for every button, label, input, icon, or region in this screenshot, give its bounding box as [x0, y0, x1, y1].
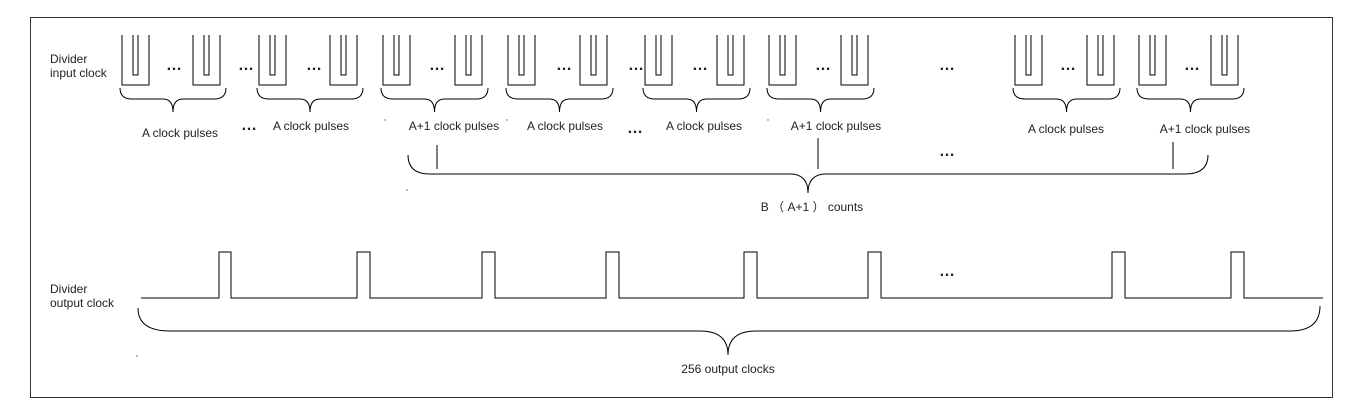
ellipsis: …	[306, 57, 322, 74]
clock-pulse	[192, 35, 221, 86]
ellipsis: …	[939, 57, 955, 74]
input-clock-label-line1: Divider	[50, 52, 87, 66]
clock-pulse	[382, 35, 411, 86]
clock-pulse	[1014, 35, 1043, 86]
group-label: A+1 clock pulses	[1160, 122, 1250, 136]
clock-pulse	[1086, 35, 1115, 86]
output-clock-label-line2: output clock	[50, 296, 115, 310]
stray-dot	[506, 119, 508, 121]
clock-pulse	[1025, 35, 1032, 76]
group-brace	[505, 87, 614, 113]
clock-pulse	[518, 35, 525, 76]
clock-pulse	[590, 35, 597, 76]
group-brace	[119, 87, 227, 113]
ellipsis: …	[939, 263, 955, 280]
ellipsis: …	[815, 57, 831, 74]
clock-pulse	[779, 35, 786, 76]
ellipsis: …	[241, 117, 257, 134]
clock-pulse	[121, 35, 150, 86]
group-label: A+1 clock pulses	[791, 119, 881, 133]
clock-pulse	[340, 35, 347, 76]
output-clocks-brace	[137, 305, 1321, 356]
stray-dot	[136, 355, 138, 357]
stray-dots	[136, 119, 769, 357]
group-brace	[256, 87, 364, 113]
b-counts-label: B （ A+1 ） counts	[761, 200, 863, 214]
clock-pulse	[579, 35, 608, 86]
group-label: A clock pulses	[273, 119, 349, 133]
group-label: A clock pulses	[1028, 122, 1104, 136]
clock-pulse	[768, 35, 797, 86]
output-clock-label-line1: Divider	[50, 282, 87, 296]
stray-dot	[406, 189, 408, 191]
clock-pulse	[840, 35, 869, 86]
clock-pulse	[727, 35, 734, 76]
clock-pulse	[655, 35, 662, 76]
group-brace	[766, 87, 875, 113]
ellipsis: …	[1060, 57, 1076, 74]
stray-dot	[767, 119, 769, 121]
stray-dot	[384, 119, 386, 121]
ellipsis: …	[556, 57, 572, 74]
ellipsis: …	[429, 57, 445, 74]
group-braces	[119, 87, 1245, 113]
ellipsis: …	[166, 57, 182, 74]
ellipsis: …	[692, 57, 708, 74]
ellipses: … … … … … … … … … … … … … … …	[166, 57, 1200, 280]
clock-pulse	[507, 35, 536, 86]
large-brace	[407, 154, 1209, 194]
input-clock-label-line2: input clock	[50, 66, 108, 80]
clock-pulse	[1210, 35, 1239, 86]
diagram-frame	[30, 17, 1333, 398]
input-clock-waveforms	[121, 35, 1239, 86]
clock-pulse	[269, 35, 276, 76]
clock-pulse	[1097, 35, 1104, 76]
clock-pulse	[258, 35, 287, 86]
ellipsis: …	[627, 120, 643, 137]
clock-pulse	[1138, 35, 1167, 86]
ellipsis: …	[939, 143, 955, 160]
ellipsis: …	[628, 57, 644, 74]
group-label: A clock pulses	[142, 126, 218, 140]
clock-pulse	[644, 35, 673, 86]
group-brace	[380, 87, 489, 113]
clock-pulse	[851, 35, 858, 76]
group-brace	[1012, 87, 1121, 113]
clock-pulse	[454, 35, 483, 86]
ellipsis: …	[1184, 57, 1200, 74]
clock-pulse	[465, 35, 472, 76]
clock-pulse	[132, 35, 139, 76]
clock-pulse	[1221, 35, 1228, 76]
output-clock-waveform	[141, 251, 1323, 299]
clock-pulse	[393, 35, 400, 76]
clock-pulse	[329, 35, 358, 86]
group-label: A clock pulses	[527, 119, 603, 133]
group-brace	[642, 87, 751, 113]
clock-pulse	[1149, 35, 1156, 76]
ellipsis: …	[238, 57, 254, 74]
group-brace	[1136, 87, 1245, 113]
group-label: A+1 clock pulses	[409, 119, 499, 133]
clock-pulse	[716, 35, 745, 86]
b-counts-brace	[407, 138, 1209, 194]
clock-pulse	[203, 35, 210, 76]
output-clocks-label: 256 output clocks	[681, 362, 774, 376]
group-label: A clock pulses	[666, 119, 742, 133]
